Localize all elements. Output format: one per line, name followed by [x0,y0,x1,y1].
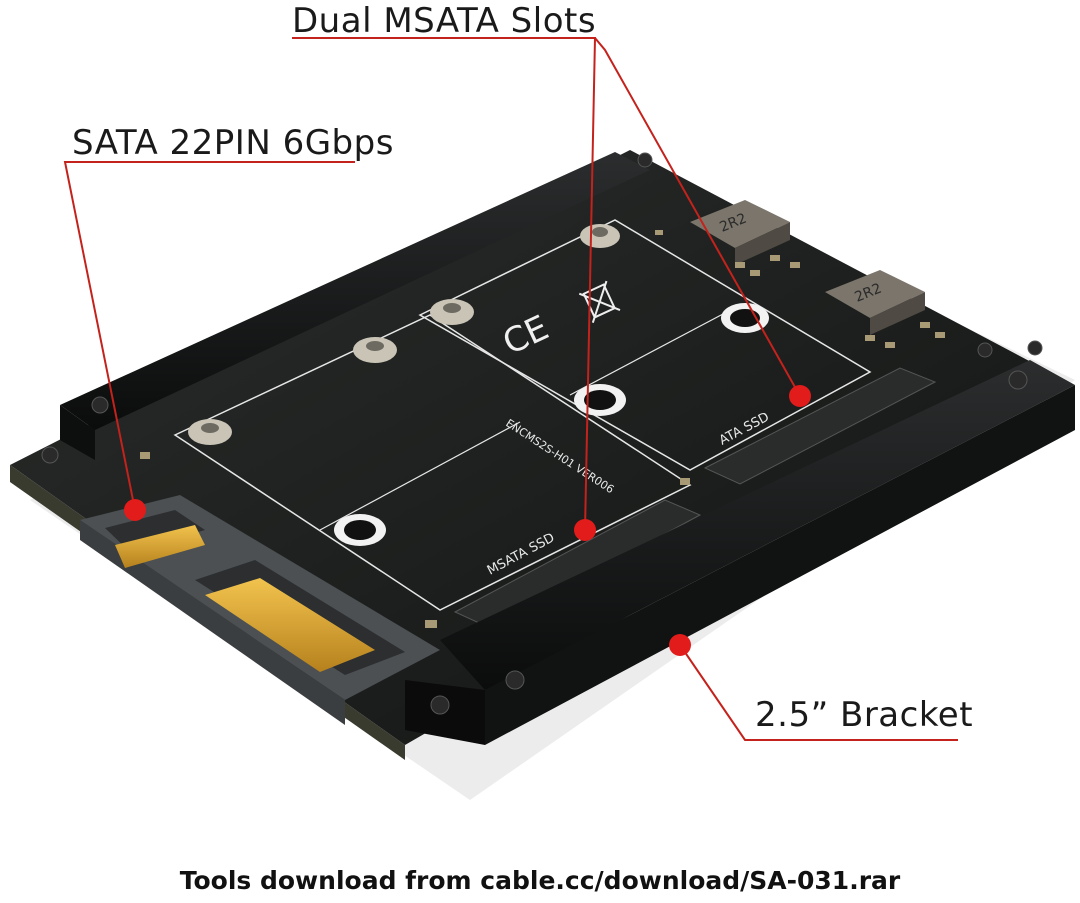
callout-sata-connector: SATA 22PIN 6Gbps [72,123,394,163]
callout-bracket: 2.5” Bracket [755,695,974,735]
front-rail [440,360,1075,690]
inductor-2: 2R2 [825,270,925,335]
sata-power-pins [115,525,205,568]
inductor-1: 2R2 [690,200,790,265]
back-rail [60,152,650,430]
rail-screws [41,152,1043,715]
sata-data-pins [205,578,375,672]
smd-components [140,230,945,628]
front-rail-face [485,385,1075,745]
slot-divider-1 [319,421,521,531]
sata-connector [80,495,440,725]
msata-connector-2 [703,367,937,485]
msata-slot-outline-2 [418,219,872,471]
slot-divider-2 [569,304,741,396]
back-rail-face [60,405,95,460]
callout-lines [63,37,958,741]
callout-dots [124,385,811,656]
callout-dual-msata-slots: Dual MSATA Slots [292,1,597,41]
download-footer: Tools download from cable.cc/download/SA… [179,866,901,895]
